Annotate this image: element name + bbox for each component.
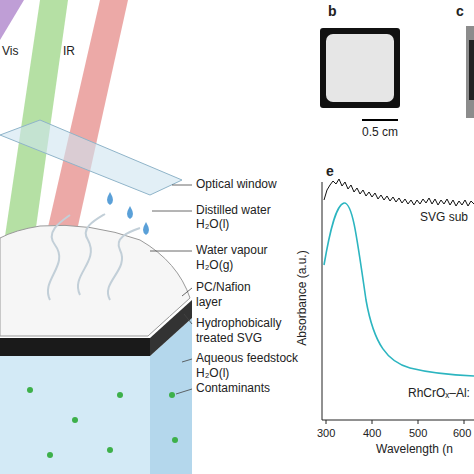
series-label: SVG sub	[420, 210, 468, 224]
beam-label: Vis	[2, 44, 18, 58]
axis-title: Wavelength (n	[376, 442, 453, 456]
x-axis	[322, 420, 474, 421]
contaminant-dot	[47, 452, 53, 458]
panel-letter: b	[328, 4, 337, 18]
layer-label: Optical window	[196, 177, 277, 191]
cropped-photo	[469, 40, 474, 100]
axis-title: Absorbance (a.u.)	[295, 250, 309, 345]
series-label: RhCrOₓ–Al:	[408, 386, 470, 400]
contaminant-dot	[72, 417, 78, 423]
svg-substrate-curve	[324, 179, 474, 206]
contaminant-dot	[107, 447, 113, 453]
formula-label: H₂O(g)	[196, 258, 233, 272]
layer-label: PC/Nafion	[196, 280, 251, 294]
scale-label: 0.5 cm	[362, 125, 398, 139]
layer-label: Hydrophobically	[196, 316, 281, 330]
axis-ticks	[326, 420, 464, 424]
contaminant-dot	[169, 392, 175, 398]
water-droplet	[107, 192, 113, 205]
tick-label: 300	[317, 426, 335, 440]
formula-label: H₂O(l)	[196, 217, 229, 231]
rhcrox-curve	[324, 203, 474, 376]
contaminant-dot	[27, 387, 33, 393]
layer-label: Aqueous feedstock	[196, 351, 298, 365]
sample-photo	[320, 28, 400, 108]
tick-label: 500	[409, 426, 427, 440]
optical-window	[0, 120, 182, 195]
uv-beam	[0, 0, 24, 40]
formula-label: H₂O(l)	[196, 366, 229, 380]
layer-label: Distilled water	[196, 203, 271, 217]
layer-label: layer	[196, 295, 222, 309]
panel-letter: c	[456, 4, 464, 18]
water-droplet	[127, 206, 133, 219]
scale-bar	[362, 119, 398, 121]
contaminant-dot	[172, 437, 178, 443]
water-droplet	[143, 222, 149, 235]
beam-label: IR	[63, 44, 75, 58]
aqueous-feedstock	[0, 356, 150, 474]
panel-letter: e	[326, 164, 334, 178]
tick-label: 600	[453, 426, 471, 440]
layer-label: treated SVG	[196, 331, 262, 345]
layer-label: Water vapour	[196, 243, 268, 257]
vapour-wisp	[48, 215, 70, 300]
y-axis	[322, 182, 323, 420]
layer-label: Contaminants	[196, 381, 270, 395]
cropped-photo	[466, 26, 474, 118]
vapour-wisp	[78, 214, 105, 295]
tick-label: 400	[363, 426, 381, 440]
pc-nafion-membrane	[0, 225, 190, 336]
leader-lines	[150, 185, 192, 394]
svg-layer-front	[0, 338, 150, 356]
contaminant-dot	[117, 392, 123, 398]
vapour-wisp	[108, 228, 140, 300]
sample-photo-surface	[326, 34, 394, 102]
